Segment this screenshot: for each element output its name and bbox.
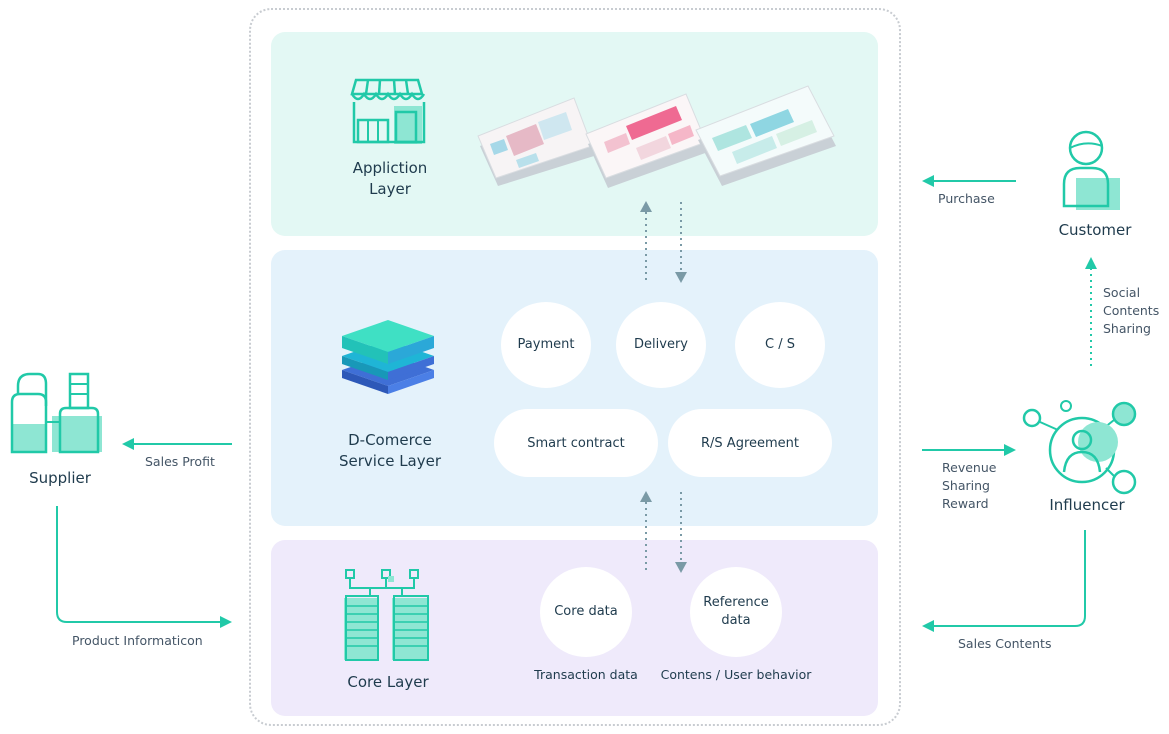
sales-contents-label: Sales Contents [958,636,1052,651]
cs-service: C / S [735,302,825,388]
sales-profit-label: Sales Profit [145,454,215,469]
user-behavior-caption: Contens / User behavior [660,667,812,682]
social-line1: Social [1103,285,1141,300]
rs-agreement-service: R/S Agreement [668,409,832,477]
layers-stack-icon [342,320,434,394]
revenue-line2: Sharing [942,478,990,493]
core-layer-title: Core Layer [347,673,429,691]
supplier-label: Supplier [29,469,91,487]
social-contents-sharing-label: Social Contents Sharing [1103,284,1159,338]
store-icon [350,78,426,144]
supplier-icon [10,372,102,454]
purchase-label: Purchase [938,191,995,206]
customer-icon [1062,130,1120,210]
application-layer-title-line1: Appliction [352,159,428,177]
product-information-label: Product Informaticon [72,633,203,648]
app-screens-illustration [477,85,836,188]
server-icon [344,569,429,661]
service-layer-title: D-Comerce Service Layer [310,430,470,472]
service-layer-title-line1: D-Comerce [348,431,432,449]
influencer-icon [1022,400,1137,495]
reference-data-line2: data [721,613,751,628]
delivery-service: Delivery [616,302,706,388]
transaction-data-caption: Transaction data [534,667,638,682]
social-line2: Contents [1103,303,1160,318]
service-layer-title-line2: Service Layer [338,452,442,470]
revenue-line1: Revenue [942,460,997,475]
platform-boundary [249,8,901,726]
application-layer-title-line2: Layer [369,180,411,198]
core-data-node: Core data [540,567,632,657]
revenue-line3: Reward [942,496,989,511]
payment-service: Payment [501,302,591,388]
revenue-sharing-reward-label: Revenue Sharing Reward [942,459,996,513]
smart-contract-service: Smart contract [494,409,658,477]
social-line3: Sharing [1103,321,1151,336]
customer-label: Customer [1058,221,1132,239]
reference-data-line1: Reference [703,595,769,610]
influencer-label: Influencer [1049,496,1125,514]
reference-data-node: Reference data [690,567,782,657]
application-layer-title: Appliction Layer [320,158,460,200]
